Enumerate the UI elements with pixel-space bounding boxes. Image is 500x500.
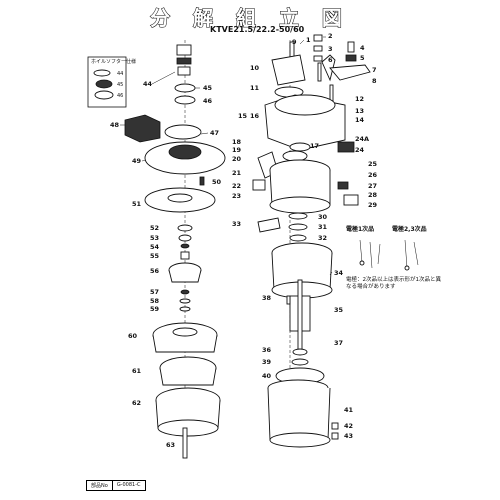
right-parts: [252, 34, 371, 448]
callout: 36: [262, 346, 272, 354]
callout: 44: [143, 80, 153, 88]
callout: 13: [355, 107, 364, 115]
footer: 部品No G-0081-C: [86, 480, 146, 491]
callout: 24: [355, 146, 365, 154]
footer-label: 部品No: [86, 480, 113, 491]
inset-label: ホイルソフター仕様: [91, 58, 136, 65]
inset-row: 44: [117, 71, 123, 77]
callout: 52: [150, 224, 159, 232]
model-number: KTVE21.5/22.2-50/60: [210, 25, 305, 34]
callout: 54: [150, 243, 160, 251]
callout: 28: [368, 191, 378, 199]
callout: 19: [232, 146, 242, 154]
callout: 4: [360, 44, 365, 52]
callout: 50: [212, 178, 222, 186]
callout: 5: [360, 54, 365, 62]
callout: 58: [150, 297, 160, 305]
callout: 63: [166, 441, 175, 449]
callout: 26: [368, 171, 378, 179]
callout: 11: [250, 84, 260, 92]
callout: 7: [372, 66, 377, 74]
inset-wheel-softener: ホイルソフター仕様 44 45 46: [87, 56, 136, 108]
callout: 45: [203, 84, 213, 92]
electrode-note: 電極：2次品以上は表示形が1次品と異なる場合があります: [346, 277, 441, 290]
callout: 12: [355, 95, 364, 103]
callout: 47: [210, 129, 219, 137]
callout: 20: [232, 155, 242, 163]
callout: 29: [368, 201, 378, 209]
callout: 6: [328, 56, 333, 64]
callout: 33: [232, 220, 241, 228]
callout: 31: [318, 223, 328, 231]
callout: 42: [344, 422, 353, 430]
callout: 57: [150, 288, 159, 296]
callout: 49: [132, 157, 142, 165]
callout: 39: [262, 358, 272, 366]
callout: 9: [292, 38, 297, 46]
callout: 55: [150, 252, 160, 260]
callout: 27: [368, 182, 377, 190]
left-callouts: 44 45 46 47 48 49 50 51 52 53 54 55 56 5…: [110, 80, 222, 449]
callout: 17: [310, 142, 319, 150]
callout: 24A: [355, 135, 369, 143]
callout: 46: [203, 97, 213, 105]
callout: 60: [128, 332, 138, 340]
callout: 16: [250, 112, 260, 120]
callout: 14: [355, 116, 365, 124]
leader-lines: [120, 36, 333, 276]
electrode-inset: 電極1次品 電極2,3次品: [346, 225, 427, 271]
callout: 35: [334, 306, 344, 314]
callout: 43: [344, 432, 353, 440]
inset-row: 46: [117, 93, 123, 99]
callout: 61: [132, 367, 142, 375]
callout: 18: [232, 138, 242, 146]
callout: 2: [328, 32, 333, 40]
electrode-1-label: 電極1次品: [346, 225, 374, 233]
callout: 3: [328, 45, 333, 53]
right-callouts: 1 2 3 4 5 6 7 8 9 10 11 12 13 14 15 16 1…: [232, 32, 378, 440]
callout: 37: [334, 339, 343, 347]
callout: 51: [132, 200, 142, 208]
callout: 15: [238, 112, 248, 120]
inset-row: 45: [117, 82, 123, 88]
page-title: 分 解 組 立 図: [150, 6, 350, 31]
callout: 59: [150, 305, 160, 313]
callout: 48: [110, 121, 120, 129]
callout: 8: [372, 77, 377, 85]
callout: 30: [318, 213, 328, 221]
callout: 40: [262, 372, 272, 380]
callout: 56: [150, 267, 160, 275]
callout: 38: [262, 294, 272, 302]
callout: 1: [306, 36, 311, 44]
electrode-2-label: 電極2,3次品: [392, 225, 427, 233]
callout: 53: [150, 234, 159, 242]
callout: 32: [318, 234, 327, 242]
callout: 10: [250, 64, 260, 72]
footer-code: G-0081-C: [111, 480, 146, 491]
left-parts: [124, 44, 226, 459]
callout: 23: [232, 192, 241, 200]
callout: 25: [368, 160, 378, 168]
callout: 21: [232, 169, 242, 177]
callout: 34: [334, 269, 344, 277]
callout: 41: [344, 406, 354, 414]
callout: 62: [132, 399, 141, 407]
callout: 22: [232, 182, 241, 190]
